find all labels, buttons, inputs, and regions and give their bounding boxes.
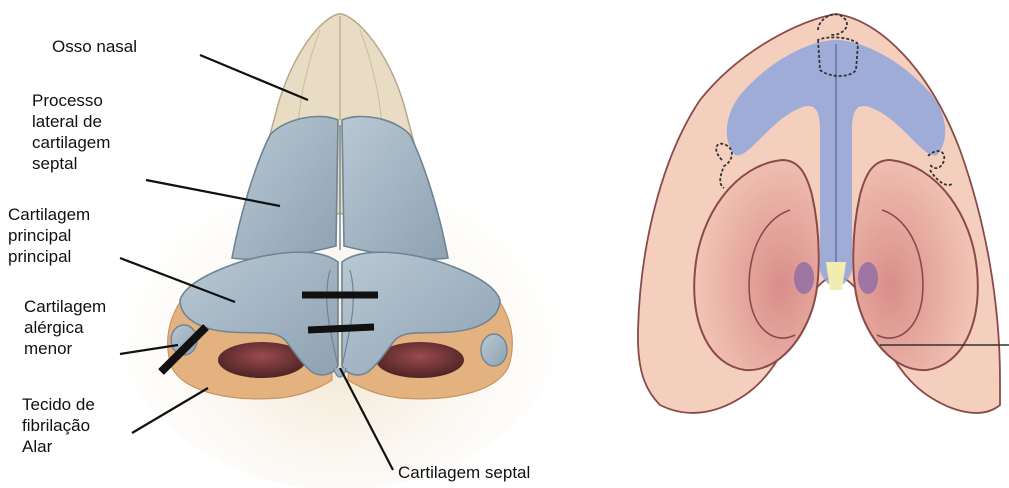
- label-tecido-fibrilacao: Tecido de fibrilação Alar: [22, 394, 95, 457]
- label-processo-lateral-line-1: Processo: [32, 90, 110, 111]
- marker-bar-lower: [308, 327, 374, 330]
- label-cartilagem-alergica-line-1: Cartilagem: [24, 296, 106, 317]
- crus-end-left: [794, 262, 814, 294]
- label-processo-lateral-line-3: cartilagem: [32, 132, 110, 153]
- label-processo-lateral-line-2: lateral de: [32, 111, 110, 132]
- label-cartilagem-principal: Cartilagem principal principal: [8, 204, 90, 267]
- crus-end-right: [858, 262, 878, 294]
- label-cartilagem-principal-line-1: Cartilagem: [8, 204, 90, 225]
- label-cartilagem-alergica-line-2: alérgica: [24, 317, 106, 338]
- minor-alar-cartilage-right: [481, 334, 507, 366]
- label-cartilagem-principal-line-2: principal: [8, 225, 90, 246]
- label-tecido-fibrilacao-line-3: Alar: [22, 436, 95, 457]
- columella-highlight: [826, 262, 846, 290]
- label-cartilagem-alergica: Cartilagem alérgica menor: [24, 296, 106, 359]
- left-nose-illustration: [110, 14, 570, 488]
- label-processo-lateral-line-4: septal: [32, 153, 110, 174]
- label-osso-nasal: Osso nasal: [52, 36, 137, 57]
- right-nose-diagram: [638, 14, 1009, 413]
- label-tecido-fibrilacao-line-1: Tecido de: [22, 394, 95, 415]
- label-cartilagem-alergica-line-3: menor: [24, 338, 106, 359]
- label-cartilagem-septal: Cartilagem septal: [398, 462, 530, 483]
- label-tecido-fibrilacao-line-2: fibrilação: [22, 415, 95, 436]
- label-processo-lateral: Processo lateral de cartilagem septal: [32, 90, 110, 174]
- label-cartilagem-principal-line-3: principal: [8, 246, 90, 267]
